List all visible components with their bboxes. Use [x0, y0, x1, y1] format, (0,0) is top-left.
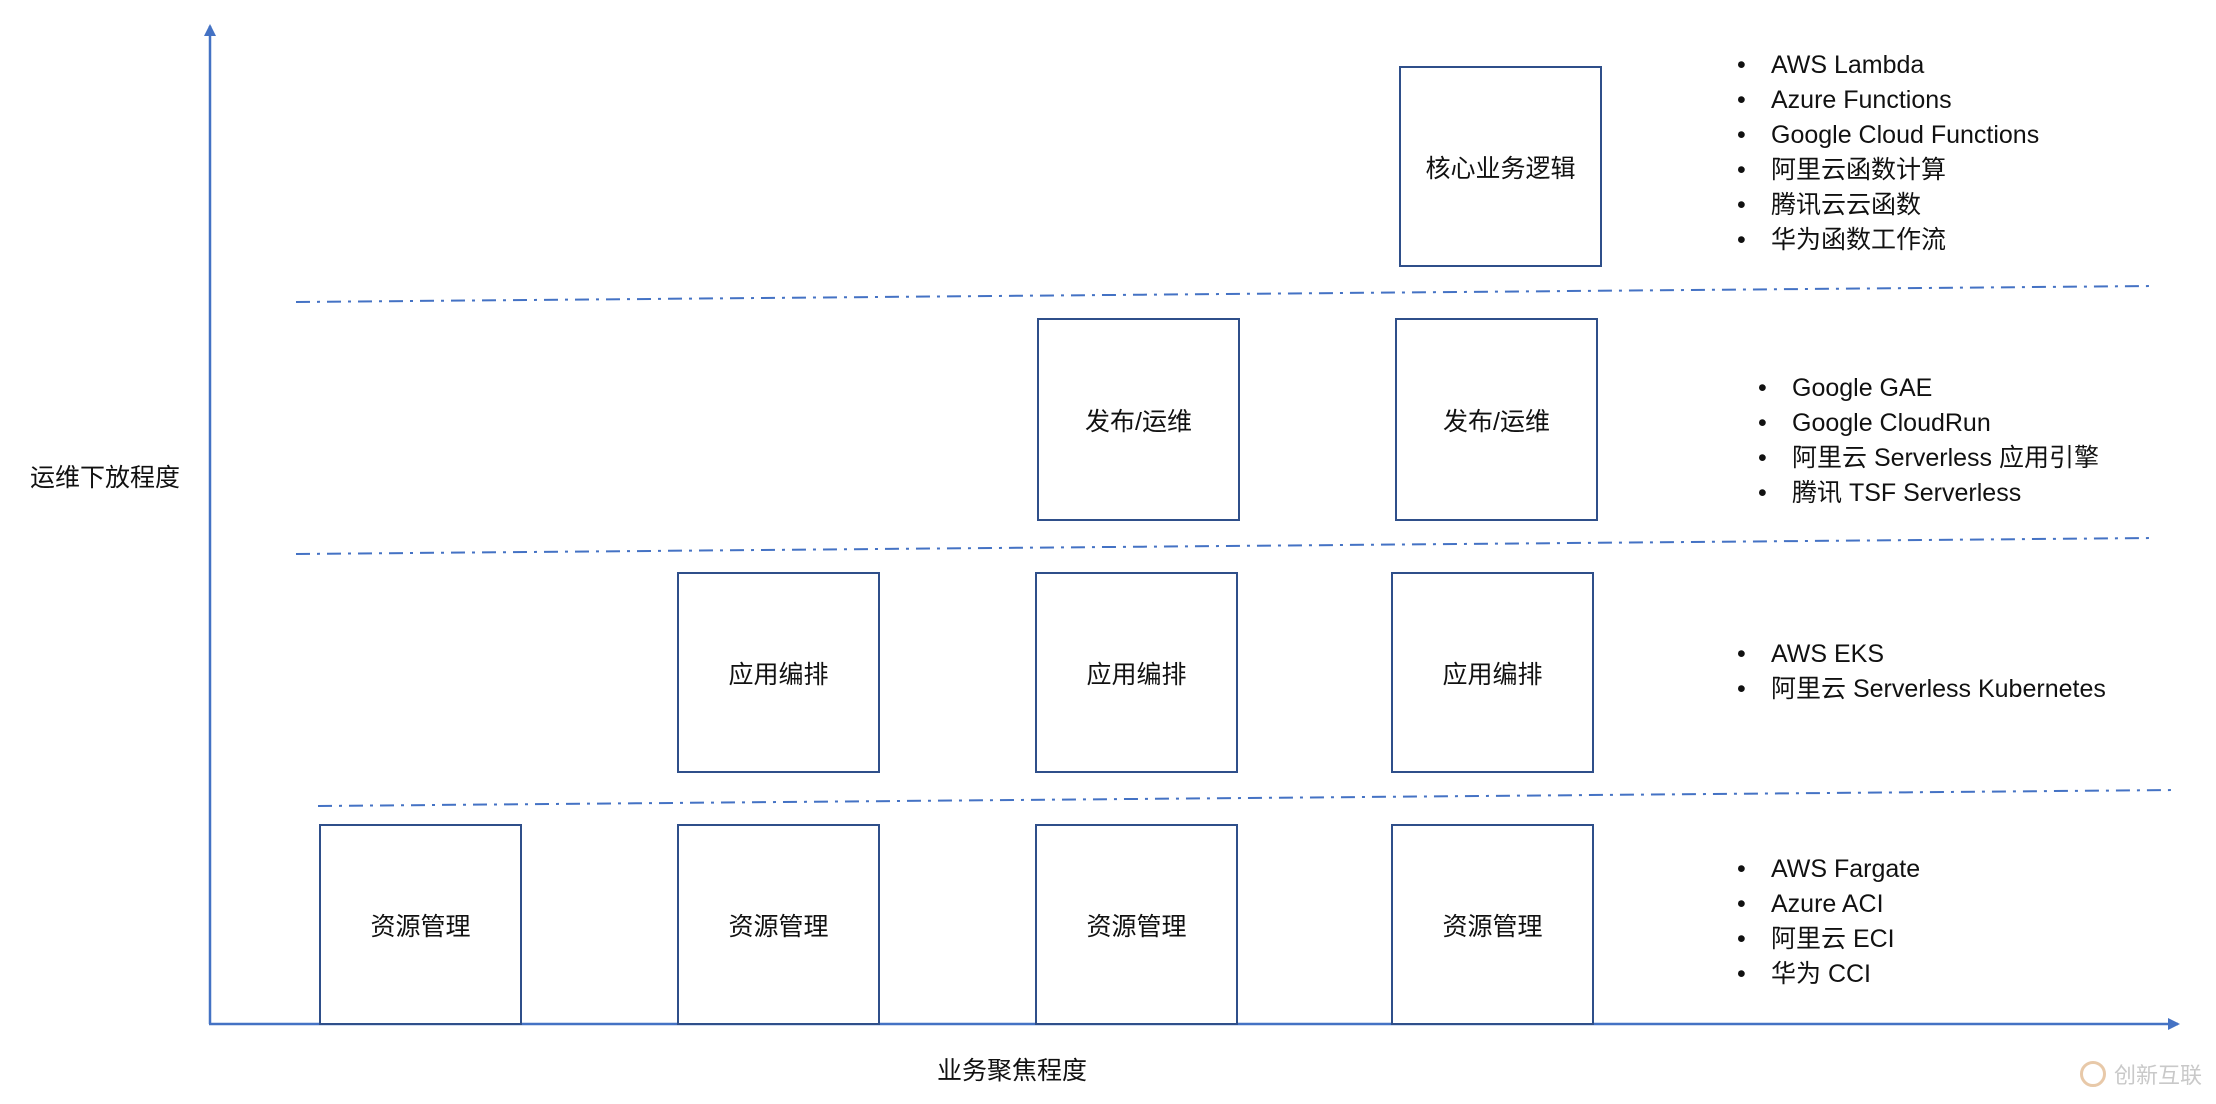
y-axis-label: 运维下放程度	[30, 464, 181, 492]
x-axis-label: 业务聚焦程度	[937, 1057, 1088, 1085]
list-item: 华为函数工作流	[1737, 223, 2039, 258]
list-item: AWS EKS	[1737, 637, 2106, 672]
list-item: 腾讯云云函数	[1737, 188, 2039, 223]
list-item: Azure Functions	[1737, 83, 2039, 118]
list-item: Google GAE	[1758, 371, 2099, 406]
list-item: Google CloudRun	[1758, 406, 2099, 441]
list-item: 腾讯 TSF Serverless	[1758, 476, 2099, 511]
box-resource-management-2: 资源管理	[677, 824, 880, 1025]
list-item: 华为 CCI	[1737, 957, 1920, 992]
separator-line-bottom	[317, 789, 2177, 807]
list-item: AWS Fargate	[1737, 852, 1920, 887]
box-resource-management-3: 资源管理	[1035, 824, 1238, 1025]
box-app-orchestration-1: 应用编排	[677, 572, 880, 773]
list-item: 阿里云 Serverless Kubernetes	[1737, 672, 2106, 707]
watermark-text: 创新互联	[2114, 1063, 2203, 1088]
container-product-list: AWS Fargate Azure ACI 阿里云 ECI 华为 CCI	[1737, 852, 1920, 992]
box-app-orchestration-3: 应用编排	[1391, 572, 1594, 773]
k8s-product-list: AWS EKS 阿里云 Serverless Kubernetes	[1737, 637, 2106, 707]
watermark: 创新互联	[2080, 1058, 2202, 1090]
box-app-orchestration-2: 应用编排	[1035, 572, 1238, 773]
watermark-logo-icon	[2080, 1061, 2106, 1087]
separator-line-top	[295, 285, 2155, 303]
list-item: 阿里云 Serverless 应用引擎	[1758, 441, 2099, 476]
box-resource-management-4: 资源管理	[1391, 824, 1594, 1025]
box-release-ops-1: 发布/运维	[1037, 318, 1240, 521]
list-item: 阿里云 ECI	[1737, 922, 1920, 957]
list-item: Google Cloud Functions	[1737, 118, 2039, 153]
separator-line-middle	[295, 537, 2155, 555]
list-item: 阿里云函数计算	[1737, 153, 2039, 188]
box-core-business-logic: 核心业务逻辑	[1399, 66, 1602, 267]
box-resource-management-1: 资源管理	[319, 824, 522, 1025]
list-item: AWS Lambda	[1737, 48, 2039, 83]
box-release-ops-2: 发布/运维	[1395, 318, 1598, 521]
list-item: Azure ACI	[1737, 887, 1920, 922]
paas-product-list: Google GAE Google CloudRun 阿里云 Serverles…	[1758, 371, 2099, 511]
faas-product-list: AWS Lambda Azure Functions Google Cloud …	[1737, 48, 2039, 258]
